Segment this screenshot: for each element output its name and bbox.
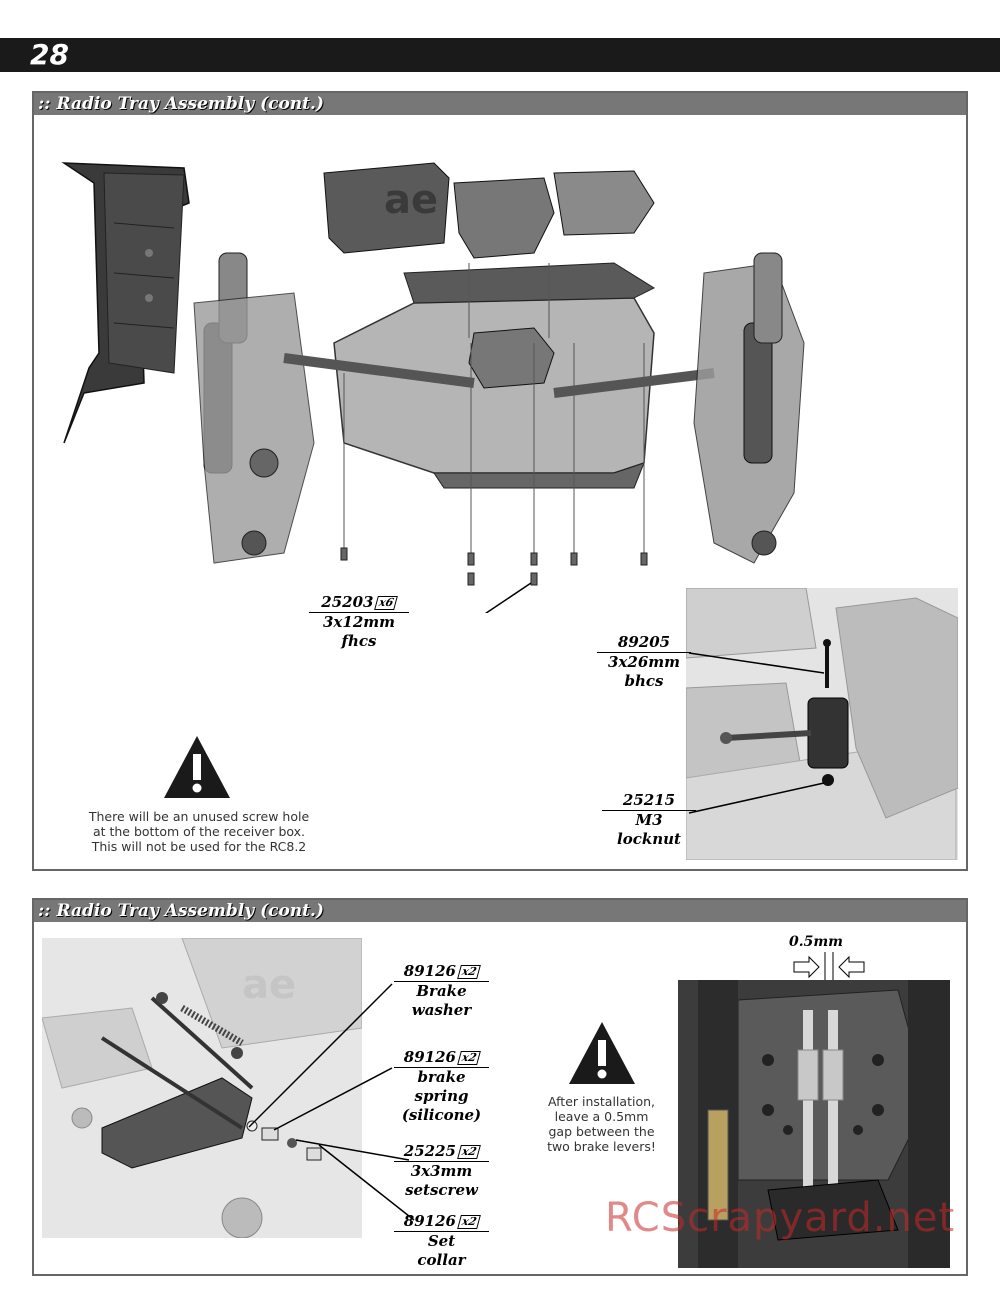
- gap-dimension-label: 0.5mm: [789, 934, 843, 950]
- section-radio-tray-1: :: Radio Tray Assembly (cont.) ae: [32, 91, 968, 871]
- page-header-bar: [0, 38, 1000, 72]
- warning-icon: [164, 736, 230, 798]
- brake-lever-photo: [678, 980, 950, 1268]
- brake-linkage-illustration: ae: [42, 938, 362, 1238]
- section-header: :: Radio Tray Assembly (cont.): [34, 93, 966, 115]
- part-label-89205: 89205 3x26mm bhcs: [589, 633, 699, 691]
- section-radio-tray-2: :: Radio Tray Assembly (cont.) ae 8912: [32, 898, 968, 1276]
- unused-hole-note: There will be an unused screw hole at th…: [88, 809, 310, 854]
- chassis-illustration: ae: [61, 162, 805, 613]
- page-number: 28: [30, 38, 69, 71]
- ae-logo: ae: [384, 177, 438, 223]
- section-title: :: Radio Tray Assembly (cont.): [38, 901, 324, 921]
- watermark: RCScrapyard.net: [605, 1195, 956, 1241]
- detail-inset-steering: [686, 588, 958, 860]
- brake-gap-note: After installation, leave a 0.5mm gap be…: [547, 1094, 656, 1154]
- section-header: :: Radio Tray Assembly (cont.): [34, 900, 966, 922]
- part-label-25215: 25215 M3 locknut: [594, 791, 704, 849]
- warning-icon: [569, 1022, 635, 1084]
- section-title: :: Radio Tray Assembly (cont.): [38, 94, 324, 114]
- svg-text:ae: ae: [242, 962, 296, 1008]
- gap-arrows-icon: [793, 952, 865, 982]
